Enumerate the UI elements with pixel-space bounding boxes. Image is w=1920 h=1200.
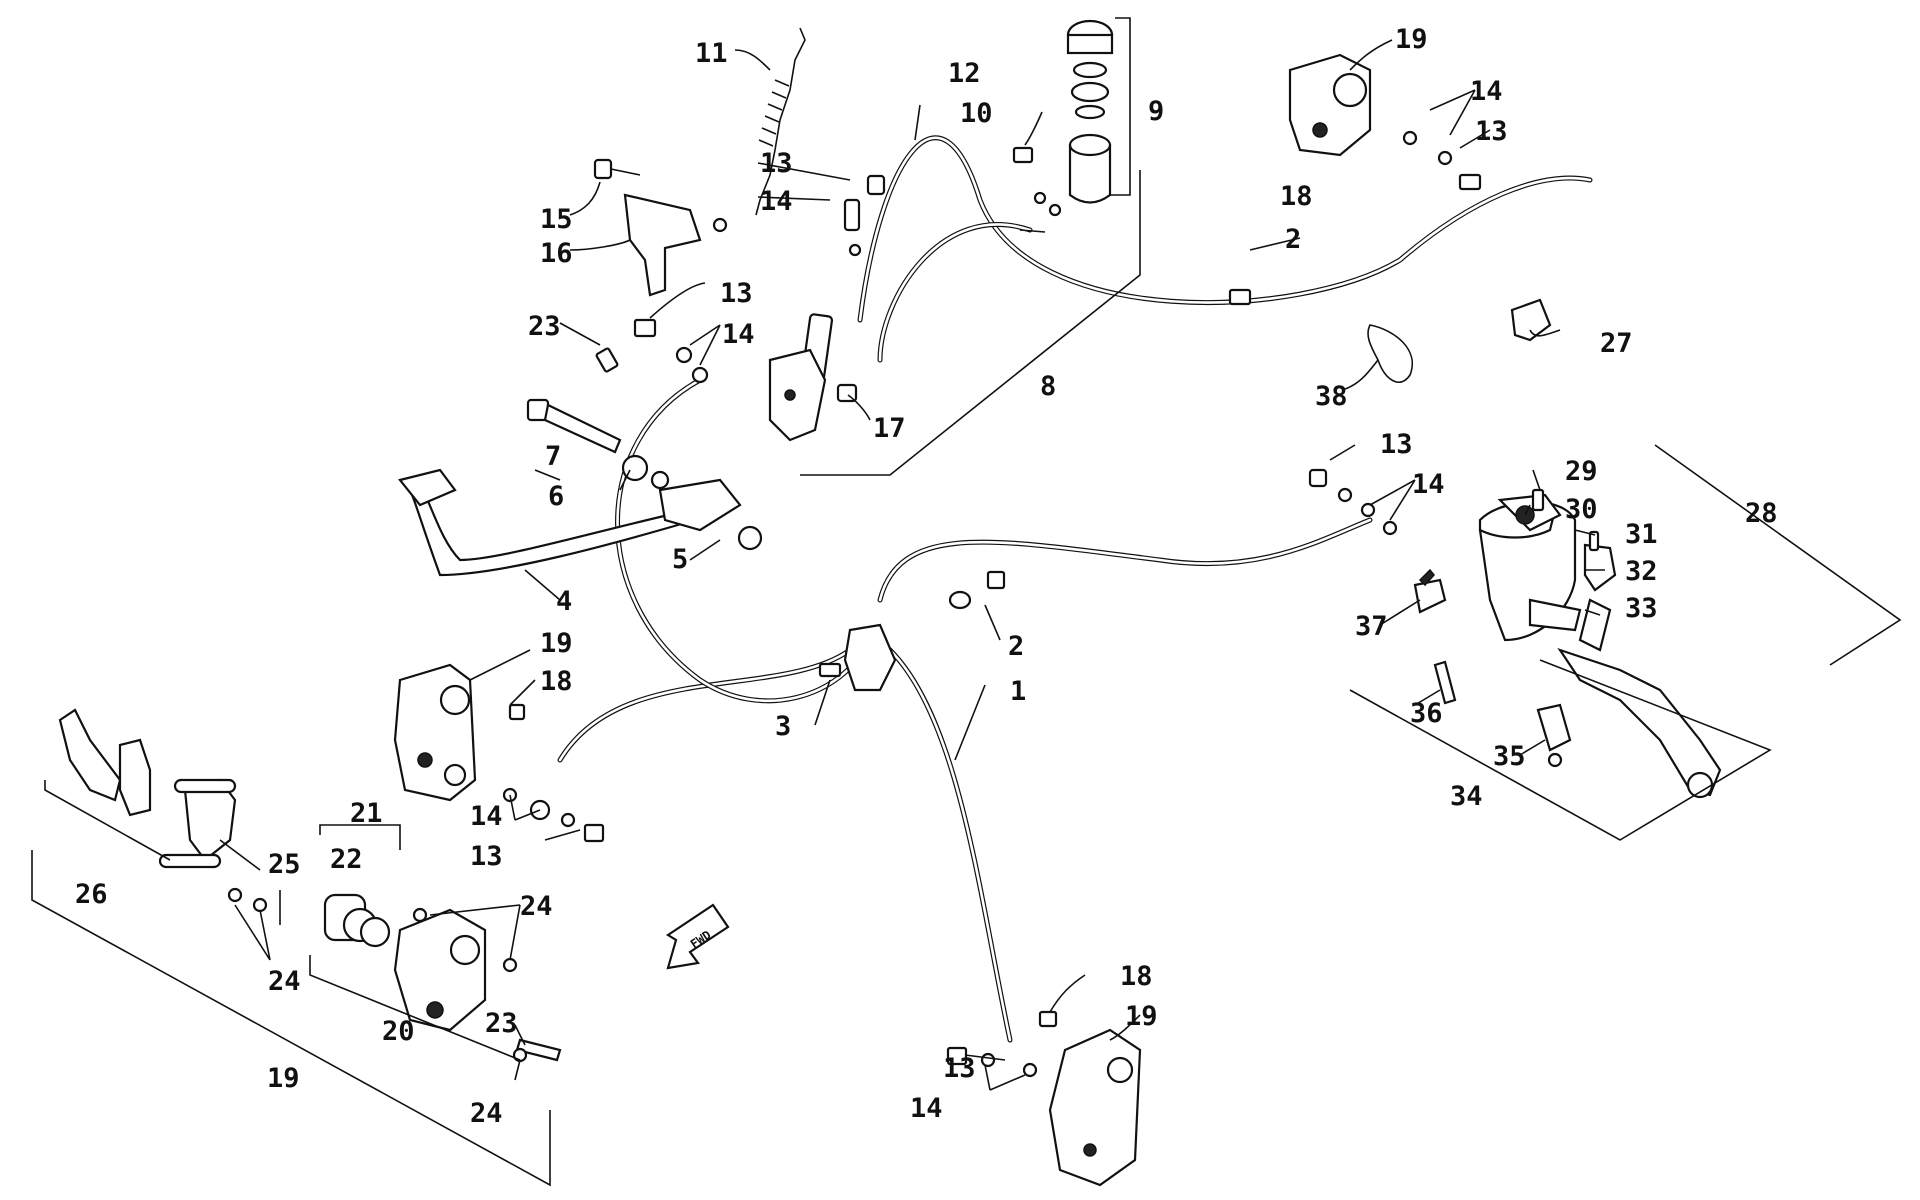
callout-22: 22	[330, 844, 363, 875]
callout-11: 11	[695, 38, 728, 69]
callout-12: 12	[948, 58, 981, 89]
callout-3: 3	[775, 711, 791, 742]
callout-13: 13	[1380, 429, 1413, 460]
callout-1: 1	[1010, 676, 1026, 707]
forward-direction-arrow: FWD	[665, 903, 730, 970]
pivot-bolt	[526, 398, 670, 490]
callout-14: 14	[910, 1093, 943, 1124]
brake-fluid-reservoir	[1066, 19, 1114, 204]
clips	[1367, 298, 1552, 383]
callout-24: 24	[520, 891, 553, 922]
brake-light-switch	[1413, 488, 1600, 768]
callout-19: 19	[540, 628, 573, 659]
callout-23: 23	[485, 1008, 518, 1039]
callout-25: 25	[268, 849, 301, 880]
callout-26: 26	[75, 879, 108, 910]
handlebar-master-cylinder	[1478, 493, 1722, 799]
callout-2: 2	[1008, 631, 1024, 662]
caliper-front-right	[1288, 53, 1482, 191]
callout-18: 18	[1280, 181, 1313, 212]
callout-13: 13	[720, 278, 753, 309]
callout-33: 33	[1625, 593, 1658, 624]
callout-2: 2	[1285, 224, 1301, 255]
callout-32: 32	[1625, 556, 1658, 587]
callout-13: 13	[470, 841, 503, 872]
callout-21: 21	[350, 798, 383, 829]
callout-9: 9	[1148, 96, 1164, 127]
leader-lines	[31, 17, 1902, 1187]
brake-hoses	[557, 135, 1593, 1043]
callout-20: 20	[382, 1016, 415, 1047]
brake-pedal	[398, 468, 763, 577]
bracket	[593, 158, 728, 297]
banjo-fittings	[595, 146, 1398, 536]
callout-23: 23	[528, 311, 561, 342]
callout-14: 14	[470, 801, 503, 832]
callout-6: 6	[548, 481, 564, 512]
callout-14: 14	[1470, 76, 1503, 107]
callout-15: 15	[540, 204, 573, 235]
callout-7: 7	[545, 441, 561, 472]
caliper-exploded	[227, 887, 562, 1063]
callout-19: 19	[267, 1063, 300, 1094]
callout-27: 27	[1600, 328, 1633, 359]
callout-18: 18	[540, 666, 573, 697]
callout-14: 14	[722, 319, 755, 350]
callout-14: 14	[1412, 469, 1445, 500]
callout-5: 5	[672, 544, 688, 575]
callout-16: 16	[540, 238, 573, 269]
callout-36: 36	[1410, 698, 1443, 729]
callout-8: 8	[1040, 371, 1056, 402]
callout-13: 13	[943, 1053, 976, 1084]
brake-pads	[58, 708, 237, 869]
callout-13: 13	[1475, 116, 1508, 147]
callout-37: 37	[1355, 611, 1388, 642]
callout-30: 30	[1565, 494, 1598, 525]
return-spring	[755, 27, 806, 216]
caliper-rear-right	[946, 1010, 1142, 1187]
callout-24: 24	[268, 966, 301, 997]
callout-10: 10	[960, 98, 993, 129]
callout-28: 28	[1745, 498, 1778, 529]
callout-24: 24	[470, 1098, 503, 1129]
callout-19: 19	[1125, 1001, 1158, 1032]
callout-38: 38	[1315, 381, 1348, 412]
callout-14: 14	[760, 186, 793, 217]
callout-4: 4	[556, 586, 572, 617]
brake-junction-block	[818, 570, 1006, 692]
callout-35: 35	[1493, 741, 1526, 772]
callout-34: 34	[1450, 781, 1483, 812]
callout-labels: 1 2 2 3 4 5 6 7 8 9 10 11 12 13 13 13 13…	[75, 24, 1778, 1129]
foot-brake-master-cylinder	[768, 313, 834, 442]
callout-19: 19	[1395, 24, 1428, 55]
callout-29: 29	[1565, 456, 1598, 487]
callout-31: 31	[1625, 519, 1658, 550]
caliper-left	[393, 663, 605, 843]
callout-17: 17	[873, 413, 906, 444]
callout-13: 13	[760, 148, 793, 179]
callout-18: 18	[1120, 961, 1153, 992]
